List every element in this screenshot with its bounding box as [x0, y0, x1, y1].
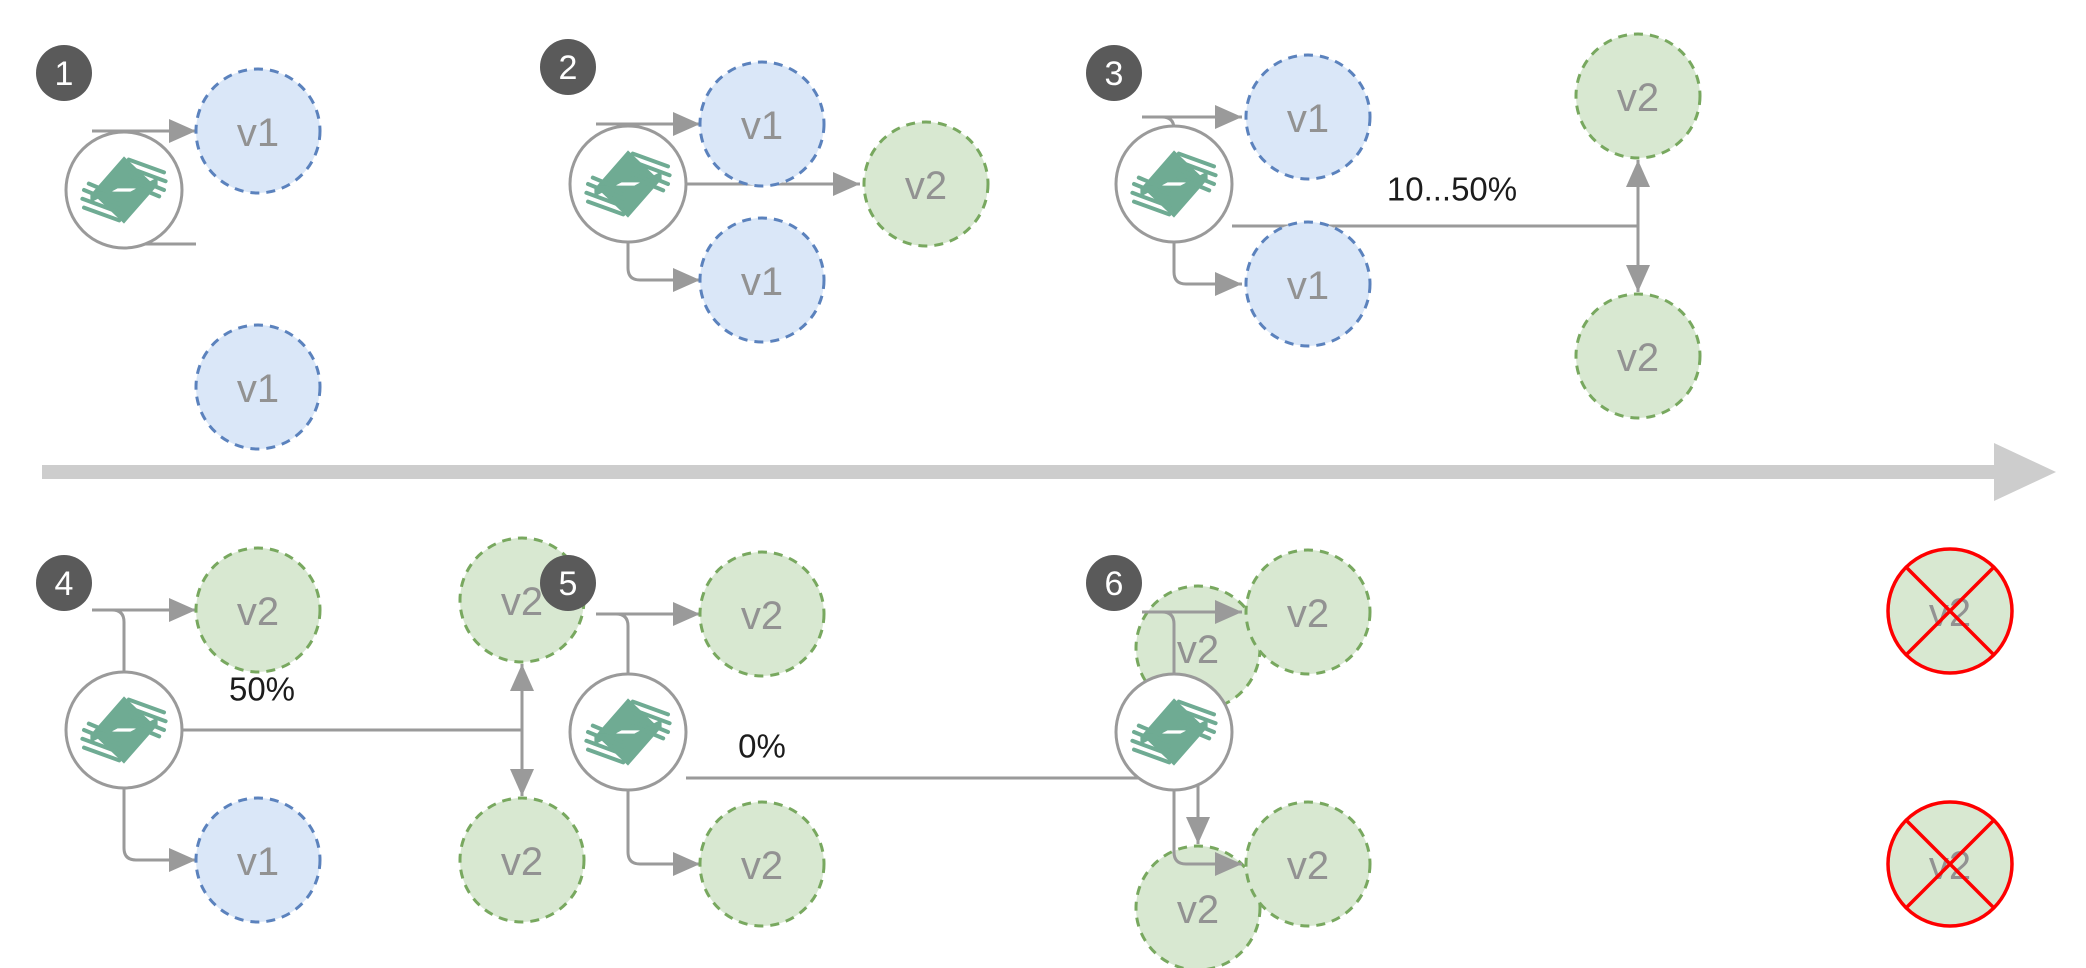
node-label: v2 — [1287, 592, 1329, 636]
node-label: v2 — [1177, 888, 1219, 932]
step-panel-2: 2 5% v1 v1 v2 — [540, 39, 990, 344]
service-node-top[interactable]: v2 — [1244, 548, 1372, 676]
node-circle — [1134, 844, 1262, 968]
timeline-bar — [42, 465, 2004, 479]
step-badge-5: 5 — [540, 555, 596, 611]
decommissioned-node-bottom[interactable]: v2 — [1886, 800, 2014, 928]
timeline — [42, 443, 2056, 501]
step-badge-label: 4 — [55, 565, 74, 603]
node-circle — [698, 216, 826, 344]
service-node-top[interactable]: v1 — [1244, 53, 1372, 181]
canary-node-top[interactable]: v2 — [862, 120, 990, 248]
node-label: v2 — [1617, 76, 1659, 120]
load-balancer-3[interactable] — [1114, 124, 1234, 244]
node-circle — [1244, 220, 1372, 348]
step-badge-3: 3 — [1086, 45, 1142, 101]
node-label: v2 — [1617, 336, 1659, 380]
edge-lb-to-bottom — [626, 184, 700, 292]
node-label: v1 — [237, 111, 279, 155]
step-badge-6: 6 — [1086, 555, 1142, 611]
service-node-top[interactable]: v2 — [698, 550, 826, 678]
node-circle — [1574, 32, 1702, 160]
node-label: v2 — [905, 164, 947, 208]
service-node-bottom[interactable]: v1 — [698, 216, 826, 344]
node-label: v1 — [237, 367, 279, 411]
step-badge-4: 4 — [36, 555, 92, 611]
load-balancer-circle — [568, 672, 688, 792]
crossed-out-icon — [1904, 818, 1996, 910]
node-label: v1 — [741, 260, 783, 304]
step-badge-label: 5 — [559, 565, 578, 603]
step-badge-2: 2 — [540, 39, 596, 95]
edge-lb-to-bottom — [626, 732, 700, 876]
node-circle — [194, 796, 322, 924]
load-balancer-circle — [64, 130, 184, 250]
canary-node-bottom[interactable]: v2 — [1134, 844, 1262, 968]
node-label: v2 — [501, 840, 543, 884]
load-balancer-circle — [568, 124, 688, 244]
step-panel-4: 4 50% v2 v1 v2 — [36, 536, 586, 924]
arrow-right-icon — [1994, 443, 2056, 501]
edge-lb-to-bottom — [122, 730, 196, 872]
edge-lb-to-bottom — [1172, 732, 1242, 876]
traffic-percent-label: 10...50% — [1387, 171, 1517, 208]
node-circle — [1574, 292, 1702, 420]
node-circle — [1244, 548, 1372, 676]
node-label: v1 — [1287, 264, 1329, 308]
service-node-top[interactable]: v2 — [194, 546, 322, 674]
service-node-top[interactable]: v1 — [698, 60, 826, 188]
load-balancer-5[interactable] — [568, 672, 688, 792]
load-balancer-circle — [1114, 672, 1234, 792]
step-badge-label: 1 — [55, 55, 74, 93]
crossed-out-icon — [1904, 565, 1996, 657]
canary-node-top[interactable]: v2 — [1574, 32, 1702, 160]
node-label: v1 — [1287, 97, 1329, 141]
node-circle — [458, 796, 586, 924]
canary-node-bottom[interactable]: v2 — [458, 796, 586, 924]
node-circle — [1244, 53, 1372, 181]
traffic-percent-label: 0% — [738, 728, 786, 765]
node-label: v2 — [741, 844, 783, 888]
step-panel-6: 6 v2 v2 v2 — [1086, 547, 2014, 928]
step-panel-3: 3 10...50% v1 v1 v2 — [1086, 32, 1702, 420]
service-node-bottom[interactable]: v1 — [1244, 220, 1372, 348]
step-panel-1: 1 v1 v1 — [36, 45, 322, 451]
node-circle — [1244, 800, 1372, 928]
load-balancer-circle — [1114, 124, 1234, 244]
node-label: v1 — [741, 104, 783, 148]
node-label: v2 — [1287, 844, 1329, 888]
decommissioned-node-top[interactable]: v2 — [1886, 547, 2014, 675]
node-circle — [698, 60, 826, 188]
service-node-bottom[interactable]: v2 — [1244, 800, 1372, 928]
service-node-bottom[interactable]: v1 — [194, 323, 322, 451]
node-label: v1 — [237, 840, 279, 884]
node-label: v2 — [1177, 628, 1219, 672]
load-balancer-4[interactable] — [64, 670, 184, 790]
traffic-percent-label: 50% — [229, 671, 295, 708]
step-badge-label: 3 — [1105, 55, 1124, 93]
canary-node-bottom[interactable]: v2 — [1574, 292, 1702, 420]
node-label: v2 — [237, 590, 279, 634]
load-balancer-6[interactable] — [1114, 672, 1234, 792]
node-label: v2 — [741, 594, 783, 638]
step-badge-label: 6 — [1105, 565, 1124, 603]
step-badge-label: 2 — [559, 49, 578, 87]
node-label: v2 — [501, 580, 543, 624]
load-balancer-2[interactable] — [568, 124, 688, 244]
service-node-bottom[interactable]: v2 — [698, 800, 826, 928]
service-node-top[interactable]: v1 — [194, 67, 322, 195]
step-badge-1: 1 — [36, 45, 92, 101]
node-circle — [194, 323, 322, 451]
node-circle — [194, 546, 322, 674]
node-circle — [194, 67, 322, 195]
edge-lb-to-bottom — [1172, 184, 1242, 296]
load-balancer-circle — [64, 670, 184, 790]
node-circle — [698, 800, 826, 928]
load-balancer-1[interactable] — [64, 130, 184, 250]
node-circle — [698, 550, 826, 678]
node-circle — [862, 120, 990, 248]
service-node-bottom[interactable]: v1 — [194, 796, 322, 924]
